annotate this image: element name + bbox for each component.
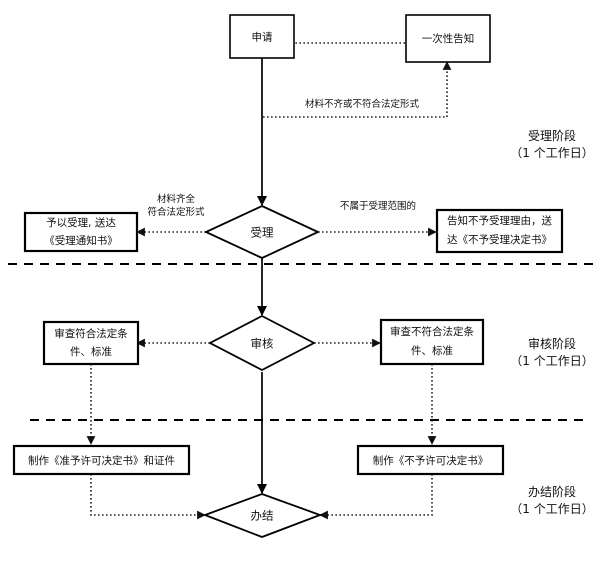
stage-label-accept-duration: （1 个工作日） <box>510 146 593 160</box>
node-review-label: 审核 <box>251 337 274 351</box>
node-make-reject[interactable]: 制作《不予许可决定书》 <box>356 444 505 476</box>
edge-make-permit-to-complete <box>90 474 206 520</box>
node-review-fail-line1: 审查不符合法定条 <box>390 325 474 338</box>
stage-label-review: 审核阶段 （1 个工作日） <box>510 336 593 368</box>
node-one-time-notice-label: 一次性告知 <box>422 32 475 45</box>
node-one-time-notice[interactable]: 一次性告知 <box>405 14 491 63</box>
node-make-permit[interactable]: 制作《准予许可决定书》和证件 <box>12 444 191 476</box>
node-accept-yes-line1: 予以受理, 送达 <box>46 216 116 229</box>
stage-label-complete-name: 办结阶段 <box>528 484 576 499</box>
node-complete-label: 办结 <box>251 509 274 523</box>
edge-make-reject-to-complete <box>319 474 433 520</box>
edge-label-out-of-scope: 不属于受理范围的 <box>340 200 416 212</box>
node-accept[interactable]: 受理 <box>203 205 321 259</box>
edge-label-materials-complete-line1: 材料齐全 <box>157 193 196 205</box>
node-accept-no[interactable]: 告知不予受理理由，送 达《不予受理决定书》 <box>435 208 564 254</box>
edge-label-materials-complete-line2: 符合法定形式 <box>147 206 205 218</box>
node-review-pass-line1: 审查符合法定条 <box>54 327 128 340</box>
node-review-fail-line2: 件、标准 <box>411 345 453 357</box>
node-apply-label: 申请 <box>252 31 273 44</box>
node-complete[interactable]: 办结 <box>202 493 323 538</box>
node-review-pass[interactable]: 审查符合法定条 件、标准 <box>42 320 140 366</box>
node-accept-yes[interactable]: 予以受理, 送达 《受理通知书》 <box>23 211 139 253</box>
stage-label-review-name: 审核阶段 <box>528 336 576 351</box>
stage-label-complete-duration: （1 个工作日） <box>510 502 593 516</box>
edge-label-materials-incomplete: 材料不齐或不符合法定形式 <box>305 98 420 110</box>
node-apply[interactable]: 申请 <box>229 14 295 59</box>
node-accept-label: 受理 <box>251 226 274 240</box>
stage-label-review-duration: （1 个工作日） <box>510 354 593 368</box>
node-make-reject-label: 制作《不予许可决定书》 <box>373 454 489 467</box>
node-review[interactable]: 审核 <box>208 314 316 372</box>
node-make-permit-label: 制作《准予许可决定书》和证件 <box>28 454 175 467</box>
node-accept-no-line1: 告知不予受理理由，送 <box>447 214 552 227</box>
stage-label-accept-name: 受理阶段 <box>528 128 576 143</box>
stage-label-accept: 受理阶段 （1 个工作日） <box>510 128 593 160</box>
node-accept-yes-line2: 《受理通知书》 <box>44 234 118 247</box>
edge-accept-to-notice <box>261 61 452 232</box>
node-accept-no-line2: 达《不予受理决定书》 <box>447 233 552 246</box>
node-review-fail[interactable]: 审查不符合法定条 件、标准 <box>379 318 485 366</box>
stage-label-complete: 办结阶段 （1 个工作日） <box>510 484 593 516</box>
node-review-pass-line2: 件、标准 <box>70 346 112 358</box>
